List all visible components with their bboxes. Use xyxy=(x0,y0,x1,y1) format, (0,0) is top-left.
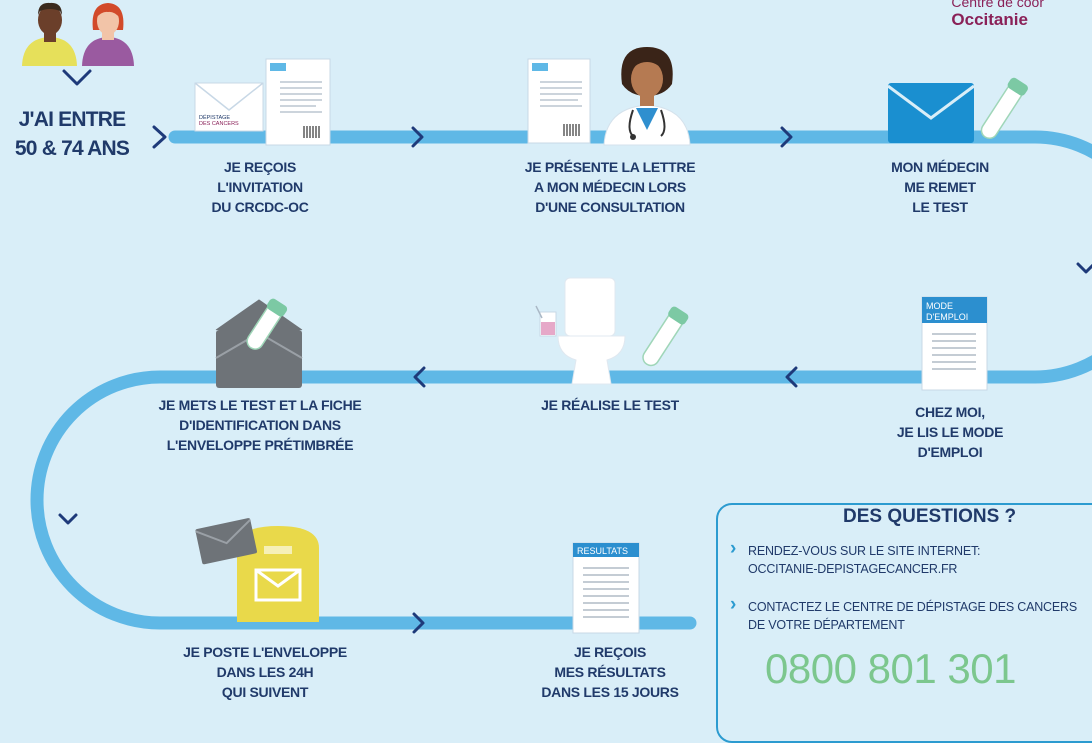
step-line: JE METS LE TEST ET LA FICHE xyxy=(158,397,362,413)
step-line: QUI SUIVENT xyxy=(221,684,309,700)
mailbox-icon xyxy=(237,526,319,622)
path-arrow-left-icon xyxy=(413,366,426,388)
letter-document-icon xyxy=(527,58,591,144)
step-line: MON MÉDECIN xyxy=(891,159,989,175)
step-put-test-in-envelope: JE METS LE TEST ET LA FICHE D'IDENTIFICA… xyxy=(145,395,375,455)
step-line: D'EMPLOI xyxy=(917,444,983,460)
results-doc-title: RESULTATS xyxy=(577,546,628,556)
step-do-test: JE RÉALISE LE TEST xyxy=(520,395,700,415)
intro-line1: J'AI ENTRE xyxy=(18,108,126,131)
website-link[interactable]: OCCITANIE-DEPISTAGECANCER.FR xyxy=(748,562,958,576)
path-arrow-down-icon xyxy=(58,513,78,525)
chevron-right-icon: › xyxy=(730,594,737,615)
step-line: JE PRÉSENTE LA LETTRE xyxy=(524,159,696,175)
step-line: MES RÉSULTATS xyxy=(554,664,666,680)
test-tube-icon xyxy=(642,306,689,367)
contact-info-line1: CONTACTEZ LE CENTRE DE DÉPISTAGE DES CAN… xyxy=(748,600,1077,614)
grey-envelope-icon xyxy=(215,299,303,388)
step-line: DANS LES 15 JOURS xyxy=(541,684,679,700)
step-line: LE TEST xyxy=(912,199,968,215)
step-line: JE LIS LE MODE xyxy=(896,424,1004,440)
envelope-logo-text: DÉPISTAGE xyxy=(199,114,230,121)
instruction-booklet-icon: MODE D'EMPLOI xyxy=(921,296,988,391)
small-envelope-icon xyxy=(195,518,257,565)
brand-logo-text: Centre de coor Occitanie xyxy=(951,0,1044,28)
toilet-icon xyxy=(535,277,626,385)
step-line: L'ENVELOPPE PRÉTIMBRÉE xyxy=(166,437,354,453)
brand-line2: Occitanie xyxy=(951,10,1028,29)
step-line: D'IDENTIFICATION DANS xyxy=(179,417,341,433)
envelope-logo-text: DES CANCERS xyxy=(199,121,239,127)
test-tube-icon xyxy=(980,77,1028,140)
phone-number[interactable]: 0800 801 301 xyxy=(765,645,1016,692)
step-line: L'INVITATION xyxy=(217,179,303,195)
step-line: JE POSTE L'ENVELOPPE xyxy=(183,644,347,660)
path-arrow-right-icon xyxy=(411,126,424,148)
step-line: CHEZ MOI, xyxy=(915,404,985,420)
step-line: JE RÉALISE LE TEST xyxy=(541,397,679,413)
contact-info: CONTACTEZ LE CENTRE DE DÉPISTAGE DES CAN… xyxy=(748,598,1077,634)
step-doctor-gives-test: MON MÉDECIN ME REMET LE TEST xyxy=(875,157,1005,217)
intro-arrow-right-icon xyxy=(152,125,167,149)
step-post-envelope: JE POSTE L'ENVELOPPE DANS LES 24H QUI SU… xyxy=(170,642,360,702)
flow-diagram: DÉPISTAGE DES CANCERS xyxy=(22,2,1092,634)
path-arrow-right-icon xyxy=(412,612,425,634)
website-info: RENDEZ-VOUS SUR LE SITE INTERNET: OCCITA… xyxy=(748,542,981,578)
step-line: A MON MÉDECIN LORS xyxy=(534,179,686,195)
invitation-letter-icon xyxy=(265,58,331,146)
website-info-line1: RENDEZ-VOUS SUR LE SITE INTERNET: xyxy=(748,544,981,558)
step-line: DU CRCDC-OC xyxy=(211,199,309,215)
invitation-envelope-icon: DÉPISTAGE DES CANCERS xyxy=(194,82,264,132)
doctor-icon xyxy=(603,47,691,146)
step-receive-results: JE REÇOIS MES RÉSULTATS DANS LES 15 JOUR… xyxy=(520,642,700,702)
step-line: ME REMET xyxy=(904,179,976,195)
people-icon xyxy=(22,2,134,66)
step-line: DANS LES 24H xyxy=(216,664,314,680)
blue-envelope-icon xyxy=(887,83,975,143)
contact-info-line2: DE VOTRE DÉPARTEMENT xyxy=(748,618,905,632)
step-receive-invitation: JE REÇOIS L'INVITATION DU CRCDC-OC xyxy=(180,157,340,217)
intro-age-range: J'AI ENTRE 50 & 74 ANS xyxy=(2,105,142,163)
path-arrow-down-icon xyxy=(1076,262,1092,274)
questions-title: DES QUESTIONS ? xyxy=(843,506,1017,527)
test-tube-icon xyxy=(246,298,288,350)
path-arrow-right-icon xyxy=(780,126,793,148)
step-line: D'UNE CONSULTATION xyxy=(535,199,685,215)
chevron-right-icon: › xyxy=(730,538,737,559)
booklet-title-line1: MODE xyxy=(926,301,953,311)
step-line: JE REÇOIS xyxy=(574,644,646,660)
step-read-instructions: CHEZ MOI, JE LIS LE MODE D'EMPLOI xyxy=(880,402,1020,462)
brand-line1: Centre de coor xyxy=(951,0,1044,10)
step-line: JE REÇOIS xyxy=(224,159,296,175)
booklet-title-line2: D'EMPLOI xyxy=(926,312,968,322)
chevron-down-icon xyxy=(62,69,92,86)
results-document-icon: RESULTATS xyxy=(572,542,640,634)
path-arrow-left-icon xyxy=(785,366,798,388)
step-present-letter: JE PRÉSENTE LA LETTRE A MON MÉDECIN LORS… xyxy=(505,157,715,217)
intro-line2: 50 & 74 ANS xyxy=(14,137,130,160)
